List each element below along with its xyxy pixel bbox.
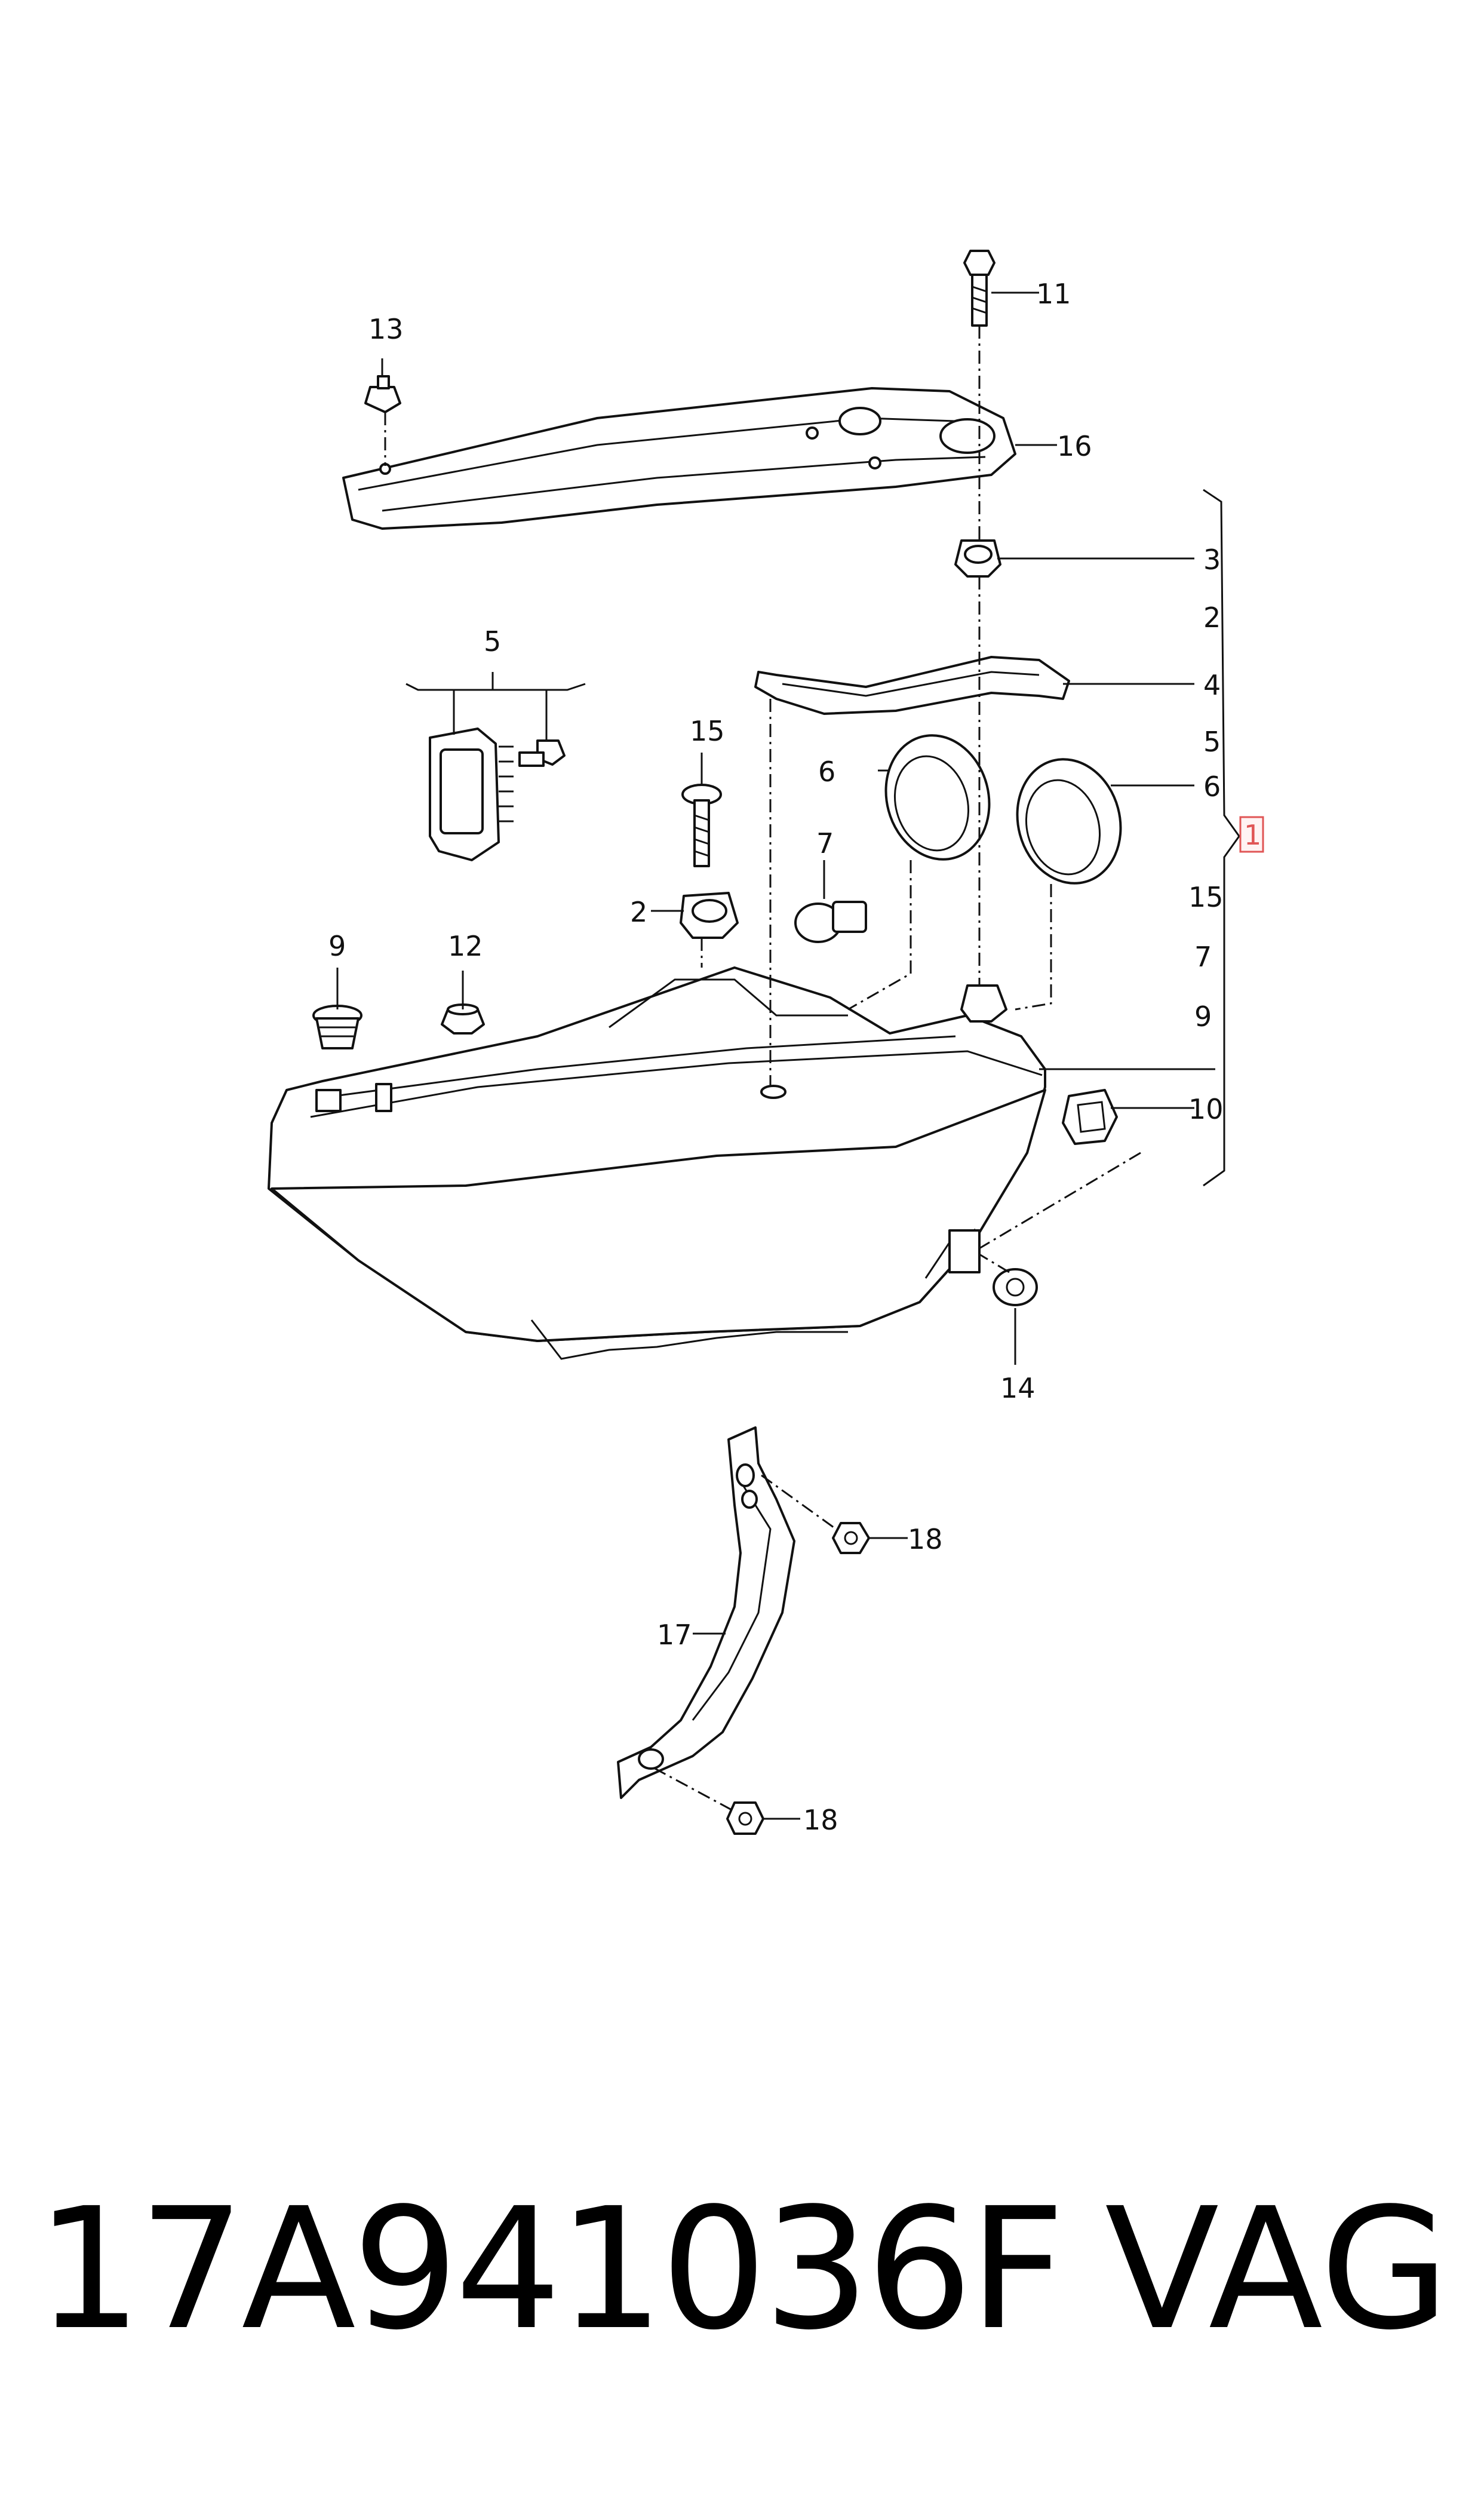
callout-2: 2 (630, 896, 647, 928)
callout-12: 12 (448, 930, 483, 962)
screw-part-18-lower (726, 1801, 764, 1835)
callout-13: 13 (368, 313, 404, 345)
adjuster-part-2 (680, 892, 739, 939)
adjuster-part-3 (954, 539, 1001, 578)
callout-9-list: 9 (1194, 1000, 1212, 1033)
lower-bracket-part-17 (617, 1426, 795, 1799)
callout-5-list: 5 (1203, 726, 1221, 758)
callout-15-list: 15 (1188, 881, 1224, 913)
callout-1-highlight-box (1239, 816, 1264, 853)
screw-part-14 (993, 1268, 1038, 1306)
brand-name: VAG (1105, 2172, 1450, 2367)
grommet-part-9 (312, 1005, 362, 1049)
screw-part-15 (681, 784, 722, 867)
callout-18-lower: 18 (803, 1804, 838, 1836)
callout-6-left: 6 (818, 756, 835, 788)
screw-part-18-upper (832, 1522, 870, 1554)
callout-9: 9 (328, 930, 346, 962)
callout-17: 17 (657, 1619, 692, 1651)
callout-1: 1 (1244, 819, 1261, 851)
clip-part-10 (1062, 1089, 1118, 1145)
callout-4: 4 (1203, 669, 1221, 701)
upper-bracket-part-16 (342, 387, 1016, 530)
callout-15: 15 (690, 715, 725, 747)
cap-part-6-left (884, 734, 991, 861)
callout-16: 16 (1057, 430, 1092, 462)
bolt-part-11 (963, 250, 996, 327)
callout-10: 10 (1188, 1093, 1224, 1125)
callout-7: 7 (816, 827, 834, 860)
trim-strip-part-4 (754, 656, 1070, 715)
callout-3: 3 (1203, 544, 1221, 576)
assembly-axes (384, 326, 1141, 1811)
leader-lines (336, 291, 1240, 1820)
cap-part-6-right (1016, 758, 1122, 885)
bulb-part-7 (794, 901, 867, 943)
control-module-part-5 (429, 728, 566, 861)
callout-14: 14 (1000, 1372, 1036, 1404)
clip-nut-part-13 (364, 375, 401, 413)
headlamp-housing-part-1 (268, 966, 1046, 1360)
callout-7-list: 7 (1194, 941, 1212, 973)
footer: 17A941036F VAG (36, 2174, 1457, 2365)
callout-5: 5 (484, 625, 501, 658)
part-number: 17A941036F (36, 2172, 1065, 2367)
callout-labels: 11 13 16 3 2 4 5 6 5 15 6 7 2 15 7 9 9 1… (328, 278, 1264, 1836)
callout-18-upper: 18 (908, 1523, 943, 1555)
callout-6-right: 6 (1203, 771, 1221, 803)
callout-11: 11 (1036, 278, 1071, 310)
callout-2-list: 2 (1203, 601, 1221, 634)
